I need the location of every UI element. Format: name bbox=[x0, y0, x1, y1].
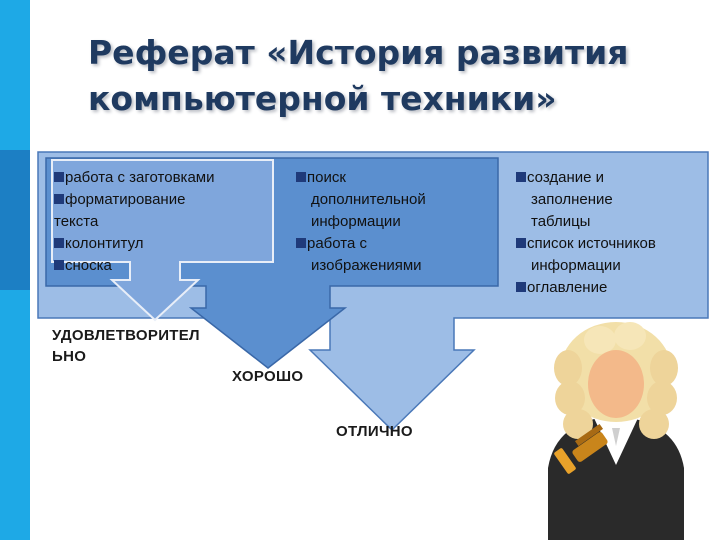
criterion-item: оглавление bbox=[516, 277, 656, 299]
square-bullet-icon bbox=[516, 172, 526, 182]
grade-excellent: ОТЛИЧНО bbox=[336, 423, 413, 440]
square-bullet-icon bbox=[54, 172, 64, 182]
square-bullet-icon bbox=[54, 194, 64, 204]
square-bullet-icon bbox=[54, 260, 64, 270]
slide-title: Реферат «История развития компьютерной т… bbox=[88, 33, 629, 118]
square-bullet-icon bbox=[296, 238, 306, 248]
square-bullet-icon bbox=[296, 172, 306, 182]
grade-satisfactory: УДОВЛЕТВОРИТЕЛ ЬНО bbox=[52, 327, 200, 365]
accent-bar-segment bbox=[0, 150, 30, 290]
criterion-item: колонтитул bbox=[54, 233, 214, 255]
criterion-item: сноска bbox=[54, 255, 214, 277]
square-bullet-icon bbox=[54, 238, 64, 248]
judge-with-gavel-icon bbox=[548, 322, 684, 540]
criterion-item: работа с заготовками bbox=[54, 167, 214, 189]
grade-good: ХОРОШО bbox=[232, 368, 304, 385]
satisfactory-box-arrow bbox=[51, 159, 274, 322]
square-bullet-icon bbox=[516, 282, 526, 292]
square-bullet-icon bbox=[516, 238, 526, 248]
